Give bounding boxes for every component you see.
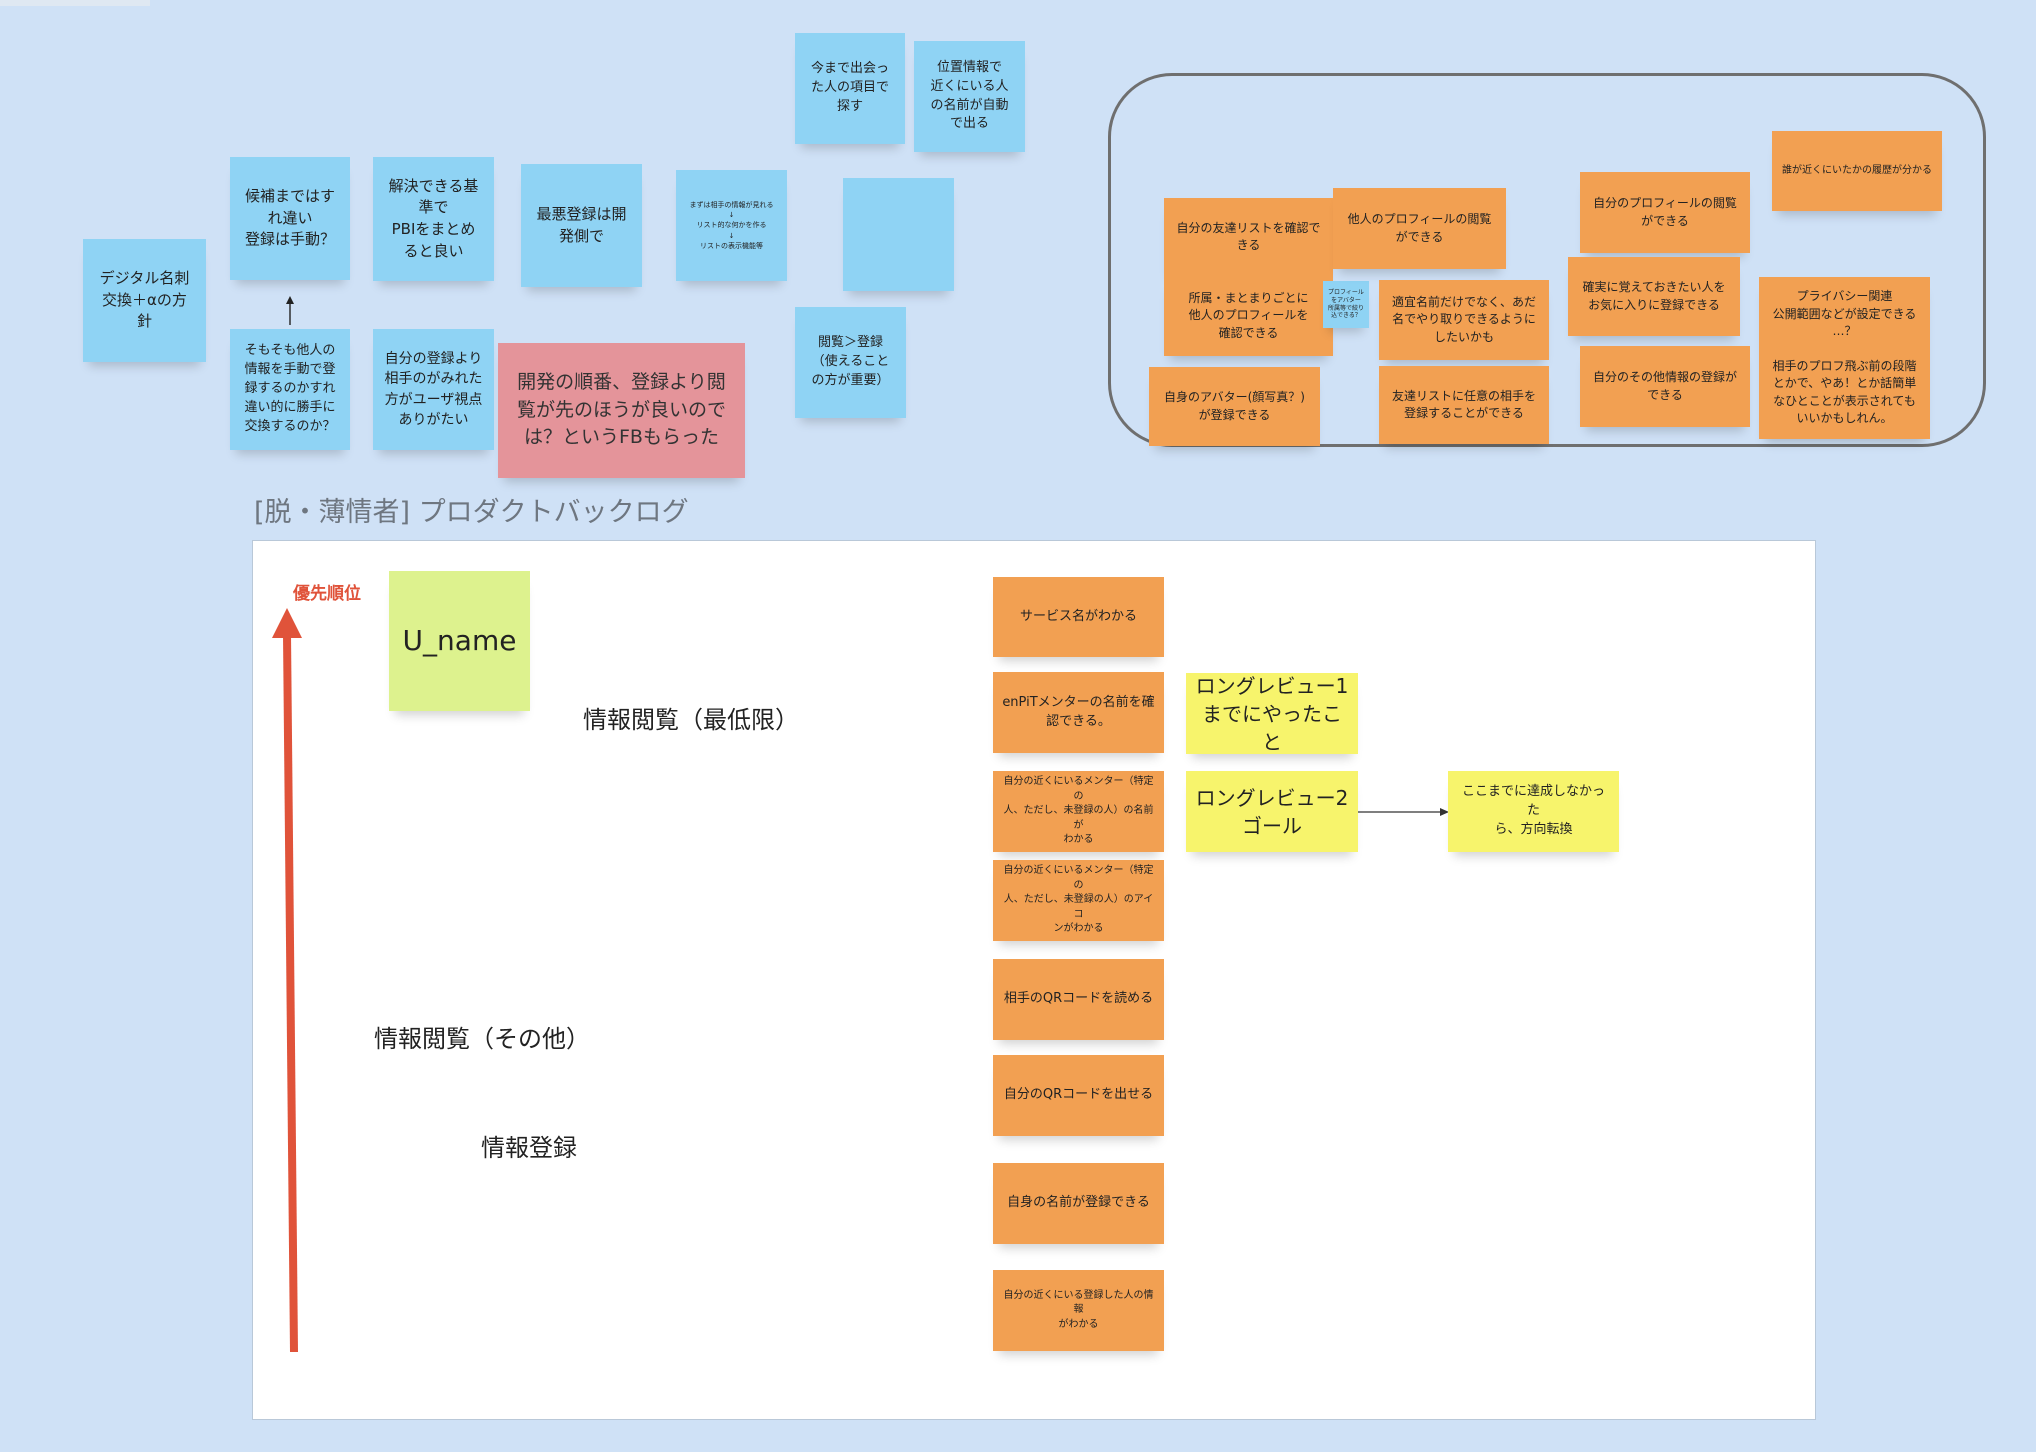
sticky-note-tekigi[interactable]: 適宜名前だけでなく、あだ 名でやり取りできるように したいかも [1379, 280, 1549, 360]
sticky-note-u-name[interactable]: U_name [389, 571, 530, 711]
backlog-item[interactable]: 自分の近くにいる登録した人の情報 がわかる [993, 1270, 1164, 1351]
sticky-note-tomodachi-touroku[interactable]: 友達リストに任意の相手を 登録することができる [1379, 366, 1549, 444]
sticky-note-tomodachi-list[interactable]: 自分の友達リストを確認で きる [1164, 198, 1333, 276]
sticky-note-etsuran[interactable]: 閲覧＞登録 （使えること の方が重要） [795, 307, 906, 418]
sticky-note-fb[interactable]: 開発の順番、登録より閲 覧が先のほうが良いので は？というFBもらった [498, 343, 745, 478]
connector-arrow [1358, 808, 1449, 816]
sticky-note-kouho[interactable]: 候補まではす れ違い 登録は手動？ [230, 157, 350, 280]
sticky-note-saiaku[interactable]: 最悪登録は開 発側で [521, 164, 642, 287]
sticky-note-profile-small[interactable]: プロフィール をアバター 所属等で絞り 込できる？ [1323, 281, 1369, 328]
milestone-long-review-2[interactable]: ロングレビュー2 ゴール [1186, 771, 1358, 852]
sticky-note-shozoku[interactable]: 所属・まとまりごとに 他人のプロフィールを 確認できる [1164, 276, 1333, 356]
priority-arrow [272, 608, 302, 1353]
sticky-note-empty[interactable] [843, 178, 954, 291]
sticky-note-digital-meishi[interactable]: デジタル名刺 交換＋αの方 針 [83, 239, 206, 362]
backlog-item[interactable]: 自身の名前が登録できる [993, 1163, 1164, 1244]
sticky-note-jibun-touroku[interactable]: 自分の登録より 相手のがみれた 方がユーザ視点 ありがたい [373, 329, 494, 450]
backlog-item[interactable]: 自分のQRコードを出せる [993, 1055, 1164, 1136]
sticky-note-avatar[interactable]: 自身のアバター(顔写真？) が登録できる [1149, 367, 1320, 446]
backlog-item[interactable]: サービス名がわかる [993, 577, 1164, 657]
backlog-item[interactable]: 自分の近くにいるメンター（特定の 人、ただし、未登録の人）の名前が わかる [993, 771, 1164, 852]
label-info-view-other: 情報閲覧（その他） [374, 1025, 590, 1053]
sticky-note-tanin-profile[interactable]: 他人のプロフィールの閲覧 ができる [1333, 188, 1506, 269]
sticky-note-sosomo[interactable]: そもそも他人の 情報を手動で登 録するのかすれ 違い的に勝手に 交換するのか？ [230, 329, 350, 450]
label-info-register: 情報登録 [481, 1134, 577, 1162]
up-arrow-connector [286, 296, 294, 325]
sticky-note-mazu[interactable]: まずは相手の情報が見れる ↓ リスト的な何かを作る ↓ リストの表示機能等 [676, 170, 787, 281]
sticky-note-imamade[interactable]: 今まで出会っ た人の項目で 探す [795, 33, 905, 144]
backlog-item[interactable]: 自分の近くにいるメンター（特定の 人、ただし、未登録の人）のアイコ ンがわかる [993, 860, 1164, 941]
backlog-item[interactable]: enPiTメンターの名前を確 認できる。 [993, 672, 1164, 753]
backlog-item[interactable]: 相手のQRコードを読める [993, 959, 1164, 1040]
sticky-note-pivot[interactable]: ここまでに達成しなかった ら、方向転換 [1448, 771, 1619, 852]
sticky-note-kakujitsu[interactable]: 確実に覚えておきたい人を お気に入りに登録できる [1568, 257, 1740, 336]
frame-title: [脱・薄情者] プロダクトバックログ [254, 497, 689, 528]
sticky-note-sonota[interactable]: 自分のその他情報の登録が できる [1580, 346, 1750, 427]
sticky-note-ichi-jouhou[interactable]: 位置情報で 近くにいる人 の名前が自動 で出る [914, 41, 1025, 152]
priority-label: 優先順位 [293, 584, 361, 604]
sticky-note-jibun-profile[interactable]: 自分のプロフィールの閲覧 ができる [1580, 172, 1750, 253]
canvas-top-strip [0, 0, 150, 6]
group-outline [1108, 73, 1986, 447]
sticky-note-privacy[interactable]: プライバシー関連 公開範囲などが設定できる …？ 相手のプロフ飛ぶ前の段階 とか… [1759, 277, 1930, 439]
milestone-long-review-1[interactable]: ロングレビュー1 までにやったこと [1186, 673, 1358, 754]
label-info-view-min: 情報閲覧（最低限） [583, 706, 799, 734]
sticky-note-dare-rireki[interactable]: 誰が近くにいたかの履歴が分かる [1772, 131, 1942, 211]
sticky-note-kaiketsu[interactable]: 解決できる基 準で PBIをまとめ ると良い [373, 157, 494, 281]
